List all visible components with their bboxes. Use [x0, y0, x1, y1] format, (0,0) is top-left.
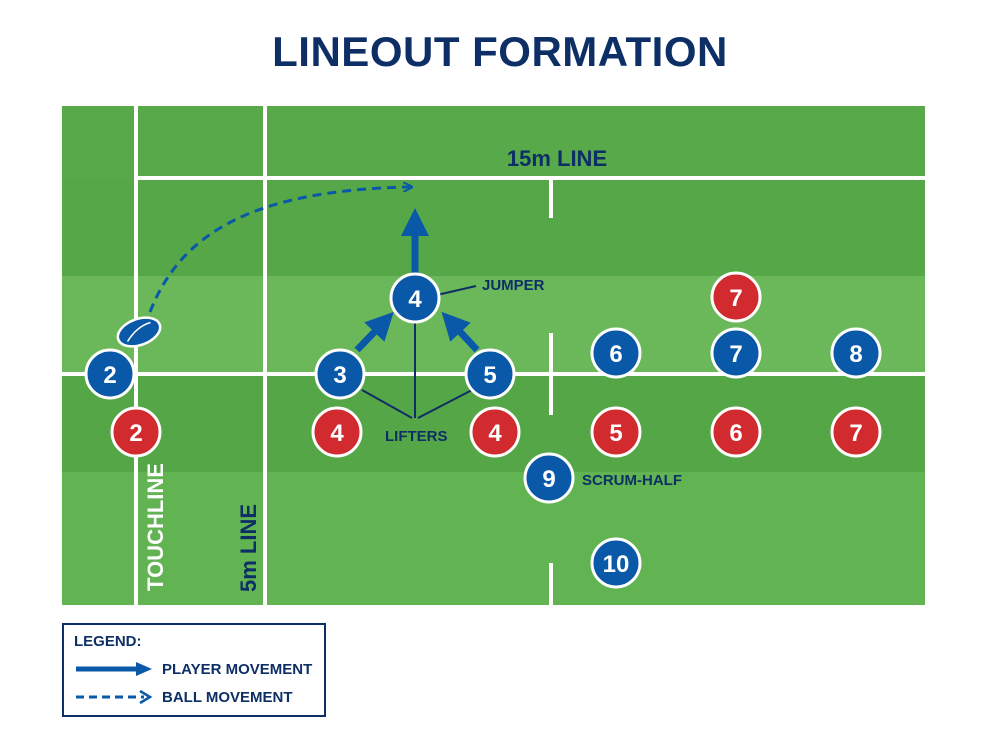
red-player-hooker: 2: [110, 406, 162, 458]
svg-text:2: 2: [103, 362, 116, 389]
svg-text:5: 5: [609, 420, 622, 447]
svg-text:4: 4: [330, 420, 344, 447]
blue-player-8: 8: [830, 327, 882, 379]
scrum-half-label: SCRUM-HALF: [582, 472, 682, 489]
fifteen-metre-label: 15m LINE: [507, 146, 607, 171]
red-player-6: 6: [710, 406, 762, 458]
red-player-4-right: 4: [469, 406, 521, 458]
page-title: LINEOUT FORMATION: [272, 28, 728, 75]
blue-team: 2 3 4 5 6 7 8 9 10: [84, 272, 882, 589]
dashed-arrow-icon: [76, 689, 153, 705]
blue-player-scrum-half: 9: [523, 452, 575, 504]
blue-player-lifter-front: 3: [314, 348, 366, 400]
svg-text:10: 10: [603, 551, 630, 578]
solid-arrow-icon: [76, 662, 152, 676]
svg-text:9: 9: [542, 466, 555, 493]
jumper-label: JUMPER: [482, 277, 545, 294]
svg-text:8: 8: [849, 341, 862, 368]
svg-text:5: 5: [483, 362, 496, 389]
blue-player-jumper: 4: [389, 272, 441, 324]
lifter-left-arrow: [354, 311, 394, 353]
red-player-5: 5: [590, 406, 642, 458]
svg-text:7: 7: [729, 341, 742, 368]
blue-player-hooker: 2: [84, 348, 136, 400]
svg-text:7: 7: [729, 285, 742, 312]
red-player-7-top: 7: [710, 271, 762, 323]
svg-text:4: 4: [408, 286, 422, 313]
svg-text:6: 6: [609, 341, 622, 368]
svg-text:6: 6: [729, 420, 742, 447]
svg-text:7: 7: [849, 420, 862, 447]
touchline-label: TOUCHLINE: [143, 463, 168, 591]
legend-title: LEGEND:: [74, 633, 142, 650]
blue-player-fly-half: 10: [590, 537, 642, 589]
legend: LEGEND: PLAYER MOVEMENT BALL MOVEMENT: [62, 623, 326, 717]
lifter-right-arrow: [441, 311, 480, 353]
five-metre-label: 5m LINE: [236, 504, 261, 592]
lifters-label: LIFTERS: [385, 428, 448, 445]
blue-player-6: 6: [590, 327, 642, 379]
legend-ball-movement: BALL MOVEMENT: [74, 687, 293, 707]
lifters-pointers: [361, 285, 477, 419]
svg-text:2: 2: [129, 420, 142, 447]
red-player-4-left: 4: [311, 406, 363, 458]
red-player-7: 7: [830, 406, 882, 458]
red-team: 2 4 4 5 6 7 7: [110, 271, 882, 458]
legend-ball-movement-label: BALL MOVEMENT: [162, 688, 293, 706]
legend-player-movement: PLAYER MOVEMENT: [74, 659, 312, 679]
blue-player-7: 7: [710, 327, 762, 379]
legend-player-movement-label: PLAYER MOVEMENT: [162, 660, 313, 678]
rugby-ball-icon: [116, 316, 162, 348]
ball-trajectory-arrow: [148, 187, 410, 313]
blue-player-lifter-back: 5: [464, 348, 516, 400]
player-movement-arrows: [354, 208, 480, 353]
svg-text:4: 4: [488, 420, 502, 447]
svg-text:3: 3: [333, 362, 346, 389]
